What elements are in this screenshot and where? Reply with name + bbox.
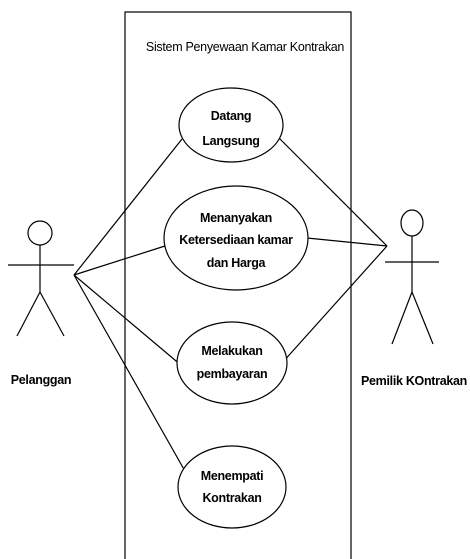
use-case-label-line: Ketersediaan kamar bbox=[179, 233, 293, 247]
association-customer-pembayaran bbox=[73, 274, 183, 367]
use-case-label-line: Menempati bbox=[201, 469, 264, 483]
association-customer-menanyakan bbox=[73, 245, 166, 276]
system-boundary bbox=[124, 11, 352, 559]
association-owner-menanyakan bbox=[306, 237, 388, 247]
use-case-menanyakan-ketersediaan: Menanyakan Ketersediaan kamar dan Harga bbox=[163, 185, 309, 291]
use-case-label-line: Datang bbox=[211, 109, 252, 123]
actor-customer: Pelanggan bbox=[8, 220, 74, 387]
actor-owner-label: Pemilik KOntrakan bbox=[361, 374, 467, 388]
use-case-label-line: Melakukan bbox=[201, 344, 262, 358]
association-customer-datang bbox=[73, 138, 183, 276]
association-owner-pembayaran bbox=[281, 245, 388, 364]
use-case-label-line: Langsung bbox=[202, 134, 259, 148]
association-customer-menempati bbox=[73, 274, 191, 481]
actor-owner: Pemilik KOntrakan bbox=[361, 209, 467, 388]
use-case-label-line: pembayaran bbox=[197, 367, 268, 381]
system-title: Sistem Penyewaan Kamar Kontrakan bbox=[146, 40, 344, 54]
actor-customer-label: Pelanggan bbox=[11, 373, 72, 387]
use-case-label-line: Menanyakan bbox=[200, 211, 272, 225]
use-case-menempati-kontrakan: Menempati Kontrakan bbox=[177, 445, 287, 529]
use-case-label-line: dan Harga bbox=[207, 256, 267, 270]
use-case-datang-langsung: Datang Langsung bbox=[178, 87, 284, 163]
use-case-melakukan-pembayaran: Melakukan pembayaran bbox=[176, 321, 288, 405]
association-owner-datang bbox=[277, 136, 388, 247]
use-case-label-line: Kontrakan bbox=[202, 491, 261, 505]
